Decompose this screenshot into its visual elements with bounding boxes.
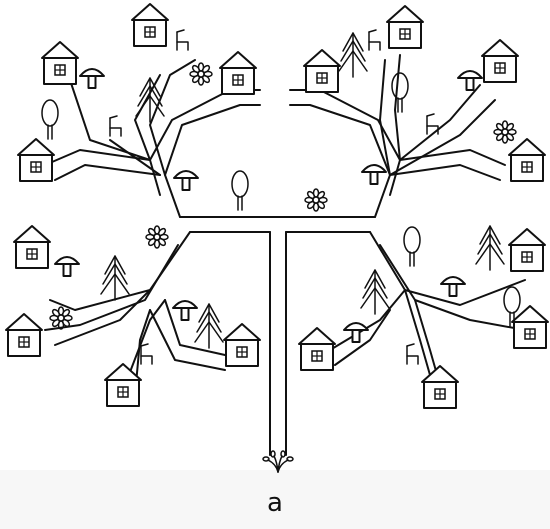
house-icon	[508, 228, 546, 272]
fir-tree-icon	[360, 269, 390, 315]
chairs	[109, 29, 439, 365]
fir-tree-icon	[338, 32, 368, 78]
chair-icon	[176, 29, 189, 51]
house-icon	[41, 41, 79, 85]
chair-icon	[406, 343, 419, 365]
house-icon	[298, 327, 336, 371]
flower-icon	[49, 306, 73, 330]
mushroom-icon	[79, 68, 105, 89]
deciduous-tree-icon	[403, 226, 421, 267]
mushroom-icon	[54, 256, 80, 277]
deciduous-tree-icon	[41, 99, 59, 140]
chair-icon	[140, 343, 153, 365]
flower-icon	[189, 62, 213, 86]
caption-band	[0, 470, 550, 529]
house-icon	[17, 138, 55, 182]
house-icon	[5, 313, 43, 357]
fir-tree-icon	[100, 255, 130, 301]
figure-caption: a	[267, 488, 283, 518]
mushroom-icon	[361, 164, 387, 185]
deciduous-trees	[41, 72, 521, 327]
mushroom-icon	[173, 170, 199, 191]
chair-icon	[368, 29, 381, 51]
fir-tree-icon	[194, 303, 224, 349]
fir-tree-icon	[475, 225, 505, 271]
flower-icon	[145, 225, 169, 249]
house-icon	[481, 39, 519, 83]
house-icon	[104, 363, 142, 407]
road-network	[44, 54, 526, 456]
house-icon	[421, 365, 459, 409]
deciduous-tree-icon	[231, 170, 249, 211]
house-icon	[511, 305, 549, 349]
house-icon	[131, 3, 169, 47]
sprout-icon	[262, 450, 294, 473]
house-icon	[303, 49, 341, 93]
flower-icon	[304, 188, 328, 212]
mushroom-icon	[172, 300, 198, 321]
house-icon	[219, 51, 257, 95]
mushroom-icon	[440, 276, 466, 297]
houses	[5, 3, 549, 409]
house-icon	[223, 323, 261, 367]
flower-icon	[493, 120, 517, 144]
house-icon	[13, 225, 51, 269]
chair-icon	[109, 115, 122, 137]
house-icon	[508, 138, 546, 182]
flowers	[49, 62, 517, 330]
house-icon	[386, 5, 424, 49]
